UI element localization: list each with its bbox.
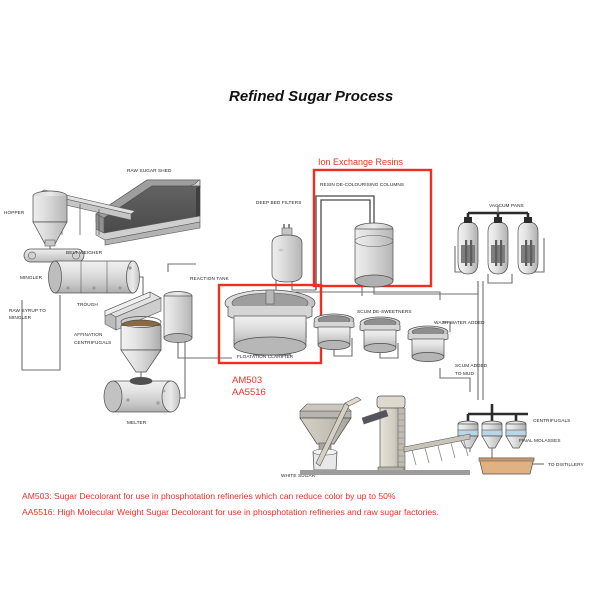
label-am503: AM503	[232, 375, 262, 386]
label-scum-de-sweetners: SCUM DE-SWEETNERS	[357, 309, 412, 314]
label-affination-line1: AFFINATION	[74, 332, 103, 337]
label-belt-weigher: BELT WEIGHER	[66, 250, 103, 255]
scum-de-sweetner-3	[407, 325, 449, 362]
label-melter: MELTER	[127, 420, 147, 425]
label-centrifugals: CENTRIFUGALS	[533, 418, 570, 423]
label-wash-water-added: WASH WATER ADDED	[434, 320, 485, 325]
hopper	[32, 190, 68, 247]
label-final-molasses: FINAL MOLASSES	[519, 438, 561, 443]
affination-centrifugals	[120, 316, 162, 373]
label-hopper: HOPPER	[4, 210, 25, 215]
ground-line	[300, 470, 470, 475]
label-vaccum-pans: VACCUM PANS	[489, 203, 524, 208]
page-title: Refined Sugar Process	[229, 88, 393, 105]
label-trough: TROUGH	[77, 302, 98, 307]
scum-de-sweetner-2	[359, 316, 401, 353]
melter	[103, 377, 181, 413]
label-resin-columns: RESIN DE-COLOURISING COLUMNS	[320, 182, 404, 187]
scum-de-sweetner-1	[313, 313, 355, 350]
molasses-tank	[478, 457, 535, 475]
label-scum-added-line2: TO MUD	[455, 371, 475, 376]
reaction-tank	[163, 291, 193, 343]
label-scum-added-line1: SCUM ADDED	[455, 363, 488, 368]
label-raw-syrup-line2: MINGLER	[9, 315, 32, 320]
label-ion-exchange-resins: Ion Exchange Resins	[318, 157, 404, 167]
label-affination-line2: CENTRIFUGALS	[74, 340, 111, 345]
label-deep-bed-filters: DEEP BED FILTERS	[256, 200, 301, 205]
label-raw-sugar-shed: RAW SUGAR SHED	[127, 168, 172, 173]
caption-am503: AM503: Sugar Decolorant for use in phosp…	[22, 491, 396, 501]
label-reaction-tank: REACTION TANK	[190, 276, 230, 281]
vacuum-pan-1	[457, 217, 479, 275]
vacuum-pan-3	[517, 217, 539, 275]
label-flotation-clarifier: FLOATATION CLARIFIER	[237, 354, 294, 359]
mingler	[48, 260, 140, 294]
label-white-sugar: WHITE SUGAR	[281, 473, 316, 478]
label-to-distillery: TO DISTILLERY	[548, 462, 585, 467]
caption-aa5516: AA5516: High Molecular Weight Sugar Deco…	[22, 507, 439, 517]
centrifugal-2	[481, 420, 503, 449]
label-aa5516: AA5516	[232, 387, 266, 398]
label-raw-syrup-line1: RAW SYRUP TO	[9, 308, 46, 313]
vacuum-pan-2	[487, 217, 509, 275]
discharge-conveyor	[403, 433, 471, 466]
resin-decolourising-column	[354, 222, 394, 288]
flotation-clarifier	[224, 289, 316, 356]
centrifugal-3	[505, 420, 527, 449]
deep-bed-filter	[271, 227, 303, 283]
label-mingler: MINGLER	[20, 275, 43, 280]
